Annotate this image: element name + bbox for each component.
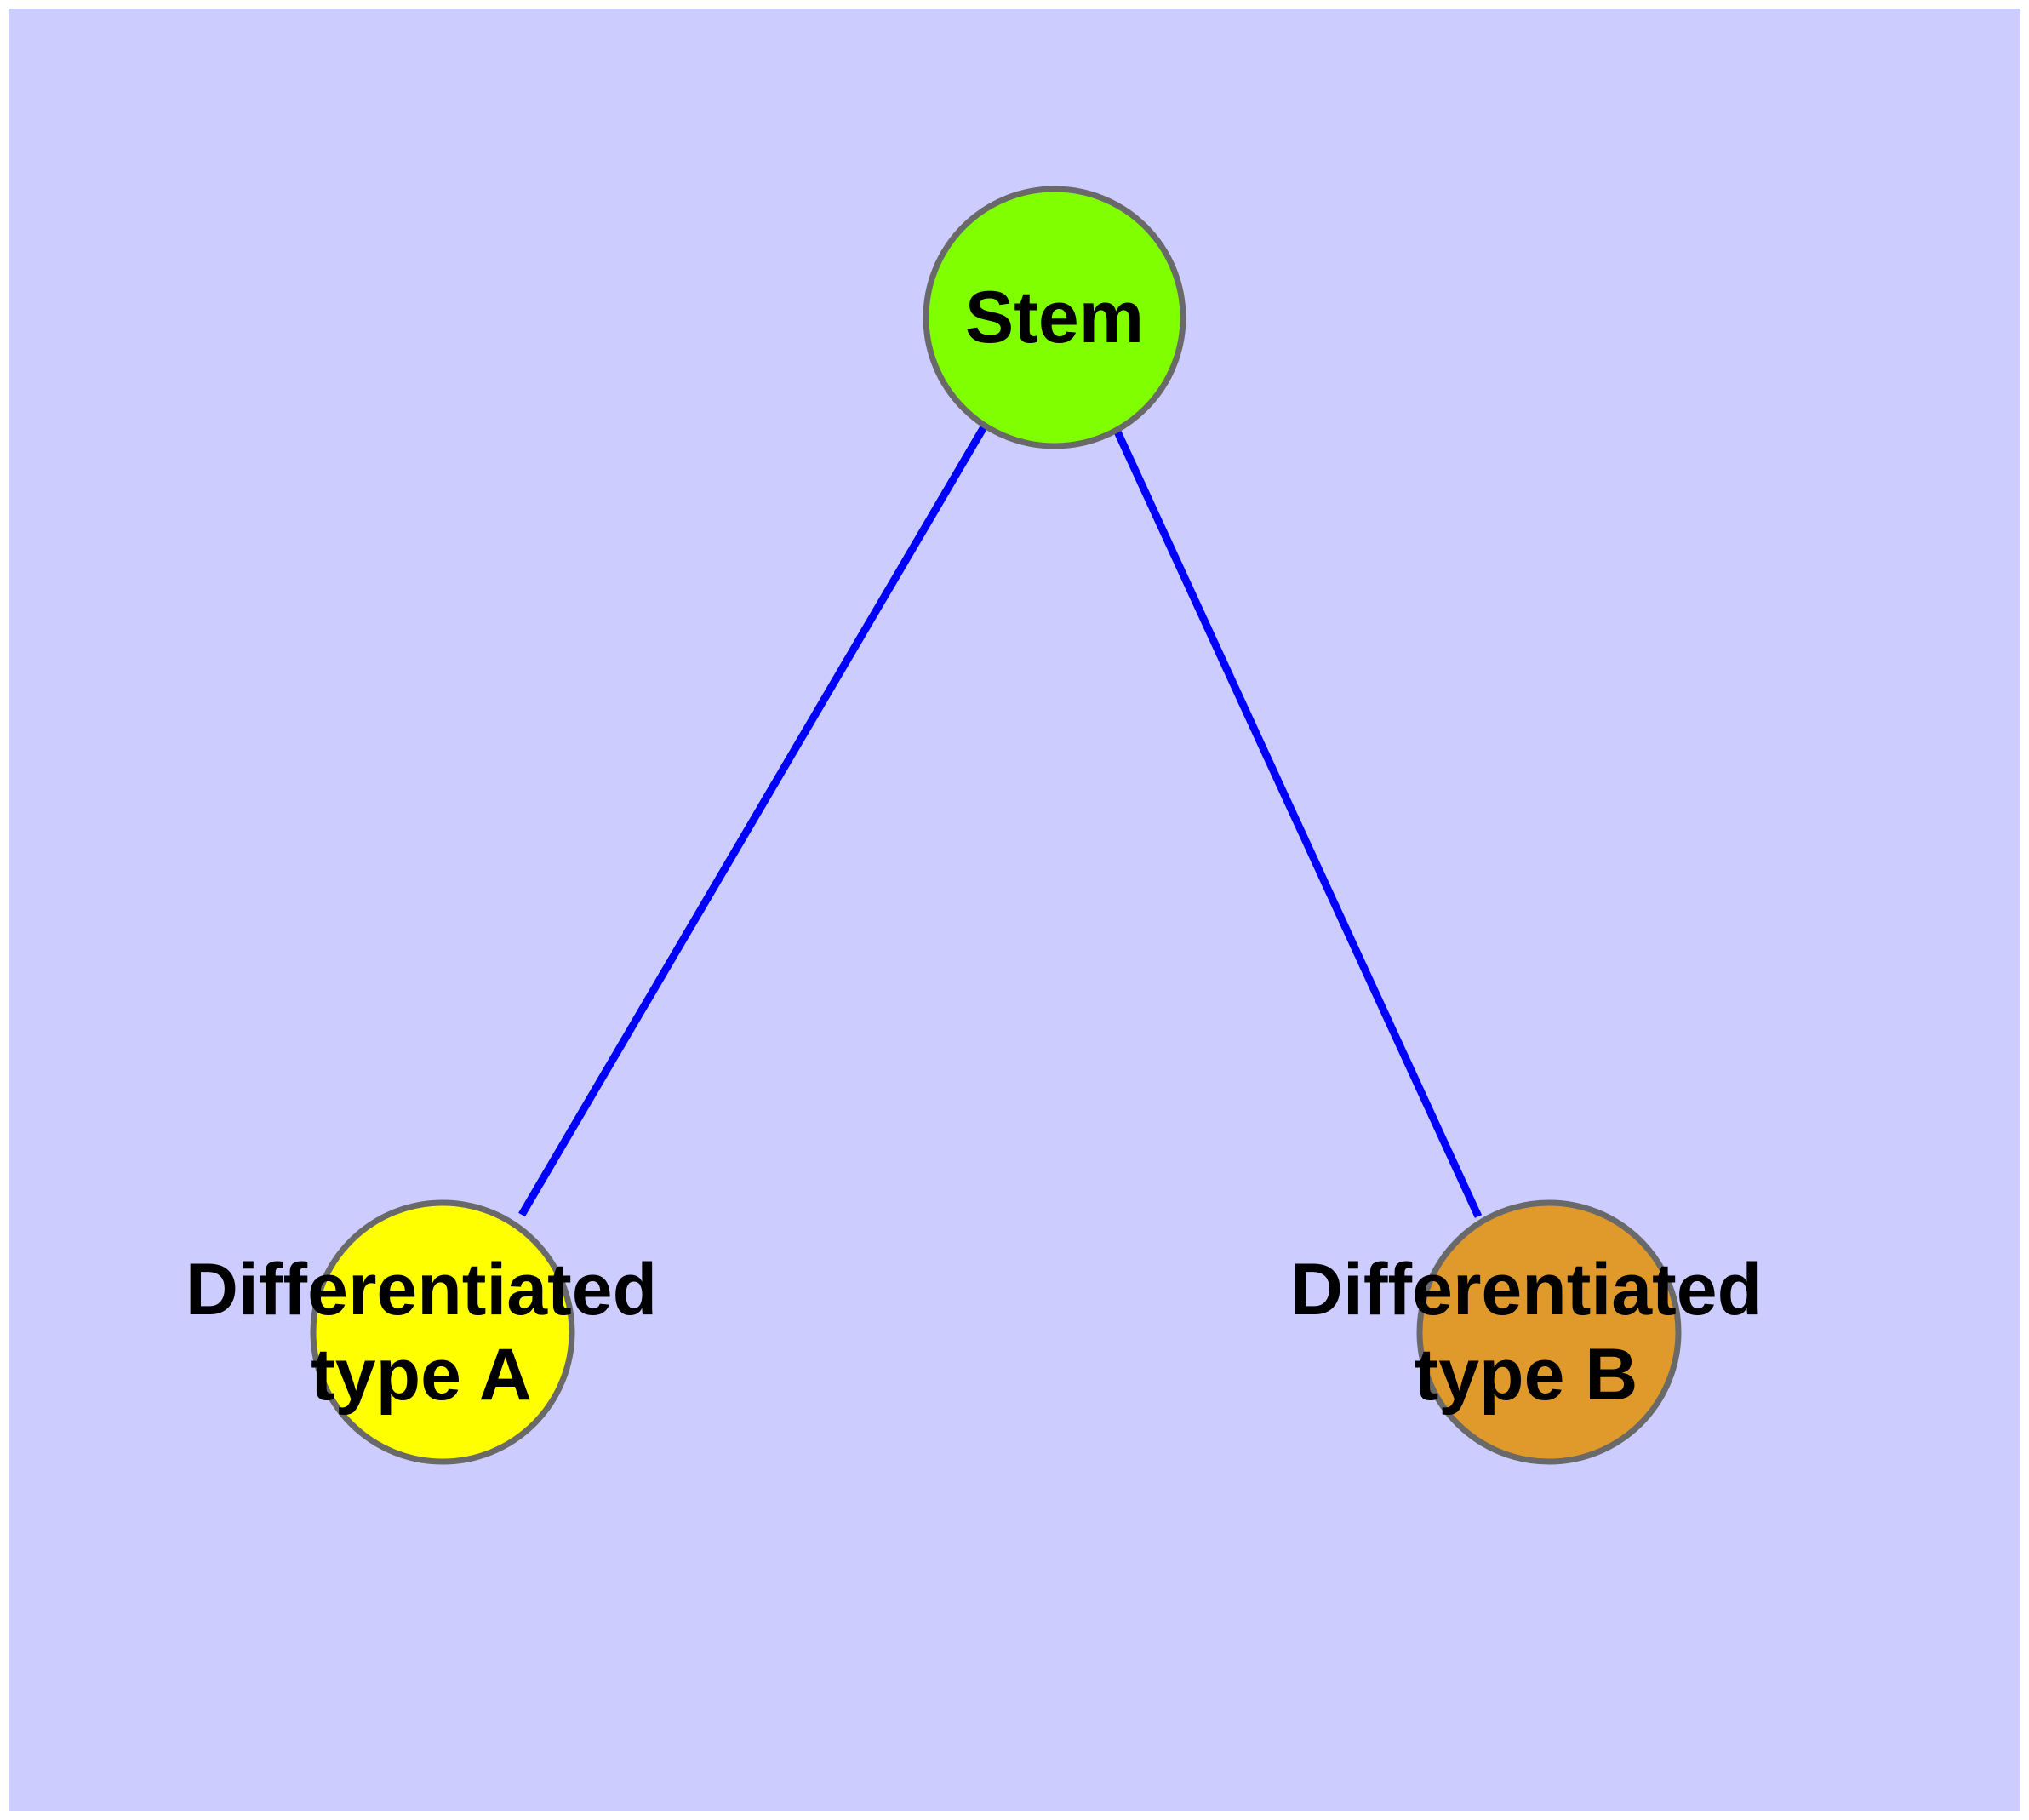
label-line: Differentiated xyxy=(186,1249,657,1331)
label-line: type B xyxy=(1415,1334,1638,1416)
graph-node-label-stem: Stem xyxy=(965,277,1144,358)
graph-node-diff-a[interactable] xyxy=(310,1199,575,1465)
graph-edge-stem-to-diff-a xyxy=(518,423,988,1217)
label-line: Stem xyxy=(965,277,1144,358)
graph-node-stem[interactable] xyxy=(923,186,1186,449)
label-line: type A xyxy=(311,1334,532,1416)
edge-layer xyxy=(518,423,1483,1218)
graph-edge-stem-to-diff-b xyxy=(1112,428,1483,1218)
node-layer xyxy=(310,186,1682,1465)
label-line: Differentiated xyxy=(1290,1249,1762,1331)
graph-node-diff-b[interactable] xyxy=(1416,1199,1682,1465)
